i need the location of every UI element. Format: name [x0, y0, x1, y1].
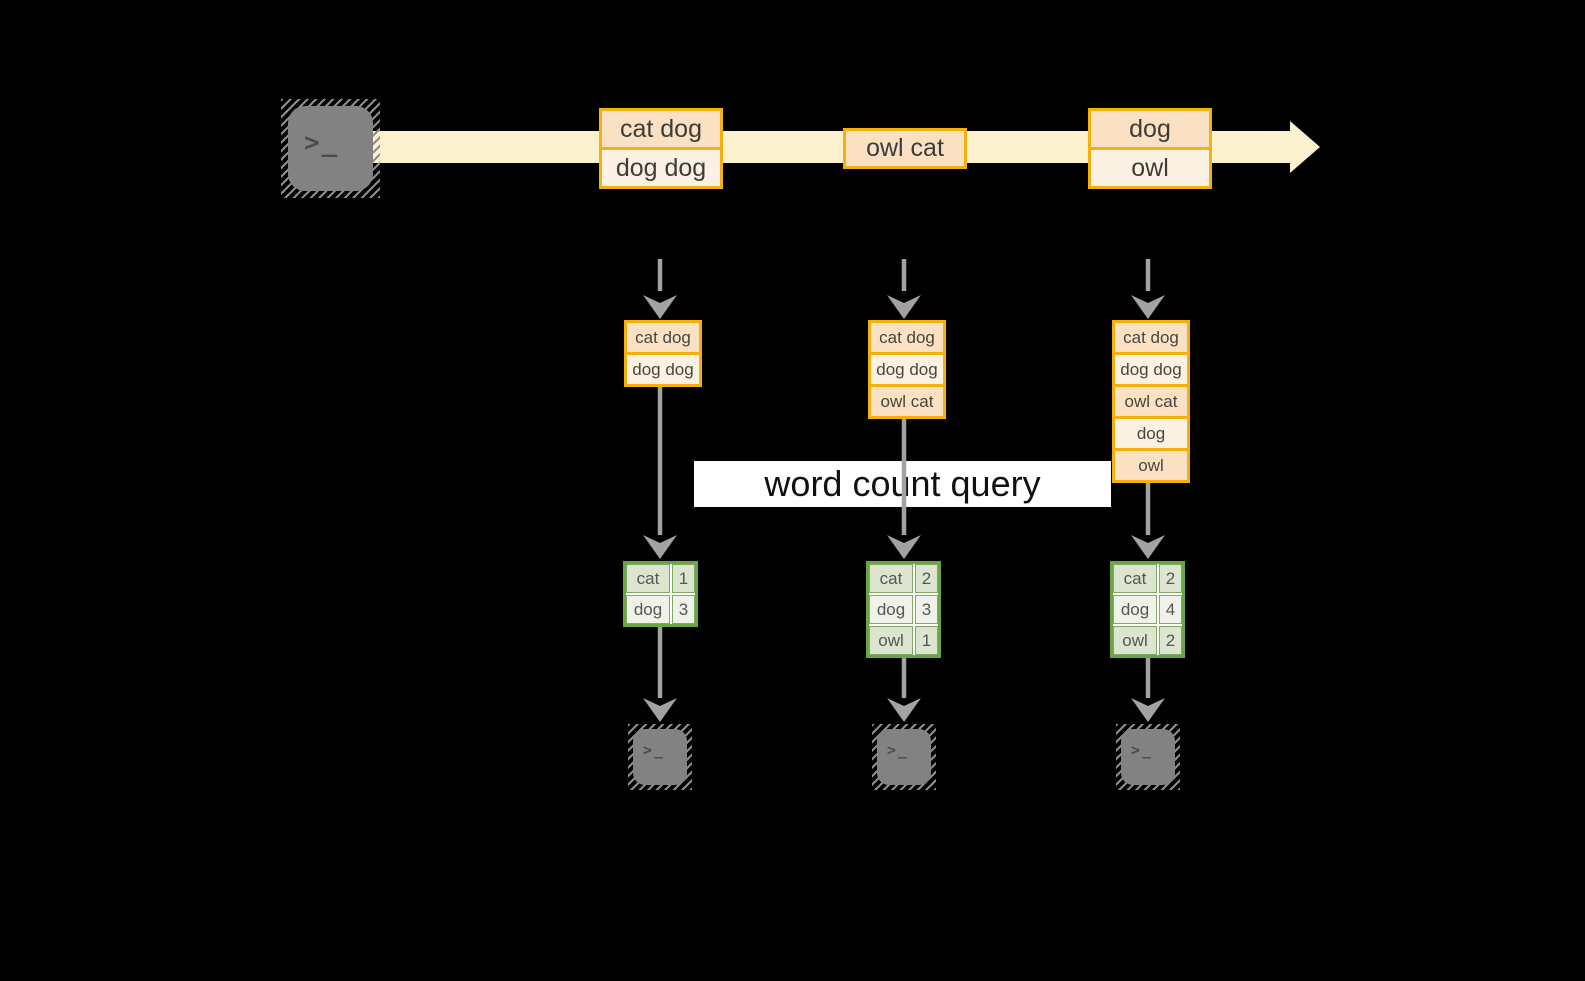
count-table-1: cat 1 dog 3 [623, 561, 698, 627]
count-cell: 2 [915, 564, 938, 593]
count-cell: 3 [915, 595, 938, 624]
dashed-down-arrow-icon [1131, 259, 1165, 319]
count-table-3: cat 2 dog 4 owl 2 [1110, 561, 1185, 658]
stream-event-box-1: cat dog dog dog [599, 108, 723, 189]
event-line: owl cat [846, 131, 964, 166]
word-cell: owl [869, 626, 913, 655]
word-cell: cat [869, 564, 913, 593]
terminal-body: >_ [877, 729, 931, 785]
terminal-body: >_ [288, 106, 373, 191]
event-buffer-3: cat dog dog dog owl cat dog owl [1112, 320, 1190, 483]
word-cell: dog [1113, 595, 1157, 624]
terminal-prompt-glyph: >_ [887, 741, 910, 759]
buffer-row: cat dog [627, 323, 699, 352]
buffer-row: dog dog [1115, 355, 1187, 384]
terminal-prompt-glyph: >_ [304, 128, 340, 158]
event-line: owl [1091, 150, 1209, 186]
buffer-row: owl cat [1115, 387, 1187, 416]
count-cell: 1 [672, 564, 695, 593]
word-cell: dog [626, 595, 670, 624]
dashed-down-arrow-icon [643, 259, 677, 319]
event-line: dog dog [602, 150, 720, 186]
event-line: cat dog [602, 111, 720, 147]
event-buffer-2: cat dog dog dog owl cat [868, 320, 946, 419]
word-cell: dog [869, 595, 913, 624]
terminal-body: >_ [633, 729, 687, 785]
count-table-2: cat 2 dog 3 owl 1 [866, 561, 941, 658]
buffer-row: cat dog [1115, 323, 1187, 352]
source-terminal-icon: >_ [281, 99, 380, 198]
word-cell: cat [1113, 564, 1157, 593]
buffer-row: cat dog [871, 323, 943, 352]
buffer-row: dog dog [871, 355, 943, 384]
output-terminal-icon: >_ [872, 724, 936, 790]
event-line: dog [1091, 111, 1209, 147]
down-arrow-icon [1131, 658, 1165, 722]
stream-event-box-3: dog owl [1088, 108, 1212, 189]
word-cell: owl [1113, 626, 1157, 655]
count-cell: 1 [915, 626, 938, 655]
down-arrow-icon [643, 387, 677, 559]
stream-arrowhead-icon [1290, 121, 1320, 173]
buffer-row: owl [1115, 451, 1187, 480]
count-cell: 2 [1159, 626, 1182, 655]
dashed-down-arrow-icon [887, 259, 921, 319]
down-arrow-icon [643, 627, 677, 722]
down-arrow-icon [1131, 483, 1165, 559]
down-arrow-icon [887, 658, 921, 722]
terminal-prompt-glyph: >_ [643, 741, 666, 759]
output-terminal-icon: >_ [1116, 724, 1180, 790]
event-buffer-1: cat dog dog dog [624, 320, 702, 387]
terminal-body: >_ [1121, 729, 1175, 785]
down-arrow-icon [887, 419, 921, 559]
count-cell: 4 [1159, 595, 1182, 624]
output-terminal-icon: >_ [628, 724, 692, 790]
count-cell: 2 [1159, 564, 1182, 593]
buffer-row: owl cat [871, 387, 943, 416]
buffer-row: dog [1115, 419, 1187, 448]
stream-event-box-2: owl cat [843, 128, 967, 169]
word-cell: cat [626, 564, 670, 593]
terminal-prompt-glyph: >_ [1131, 741, 1154, 759]
buffer-row: dog dog [627, 355, 699, 384]
count-cell: 3 [672, 595, 695, 624]
